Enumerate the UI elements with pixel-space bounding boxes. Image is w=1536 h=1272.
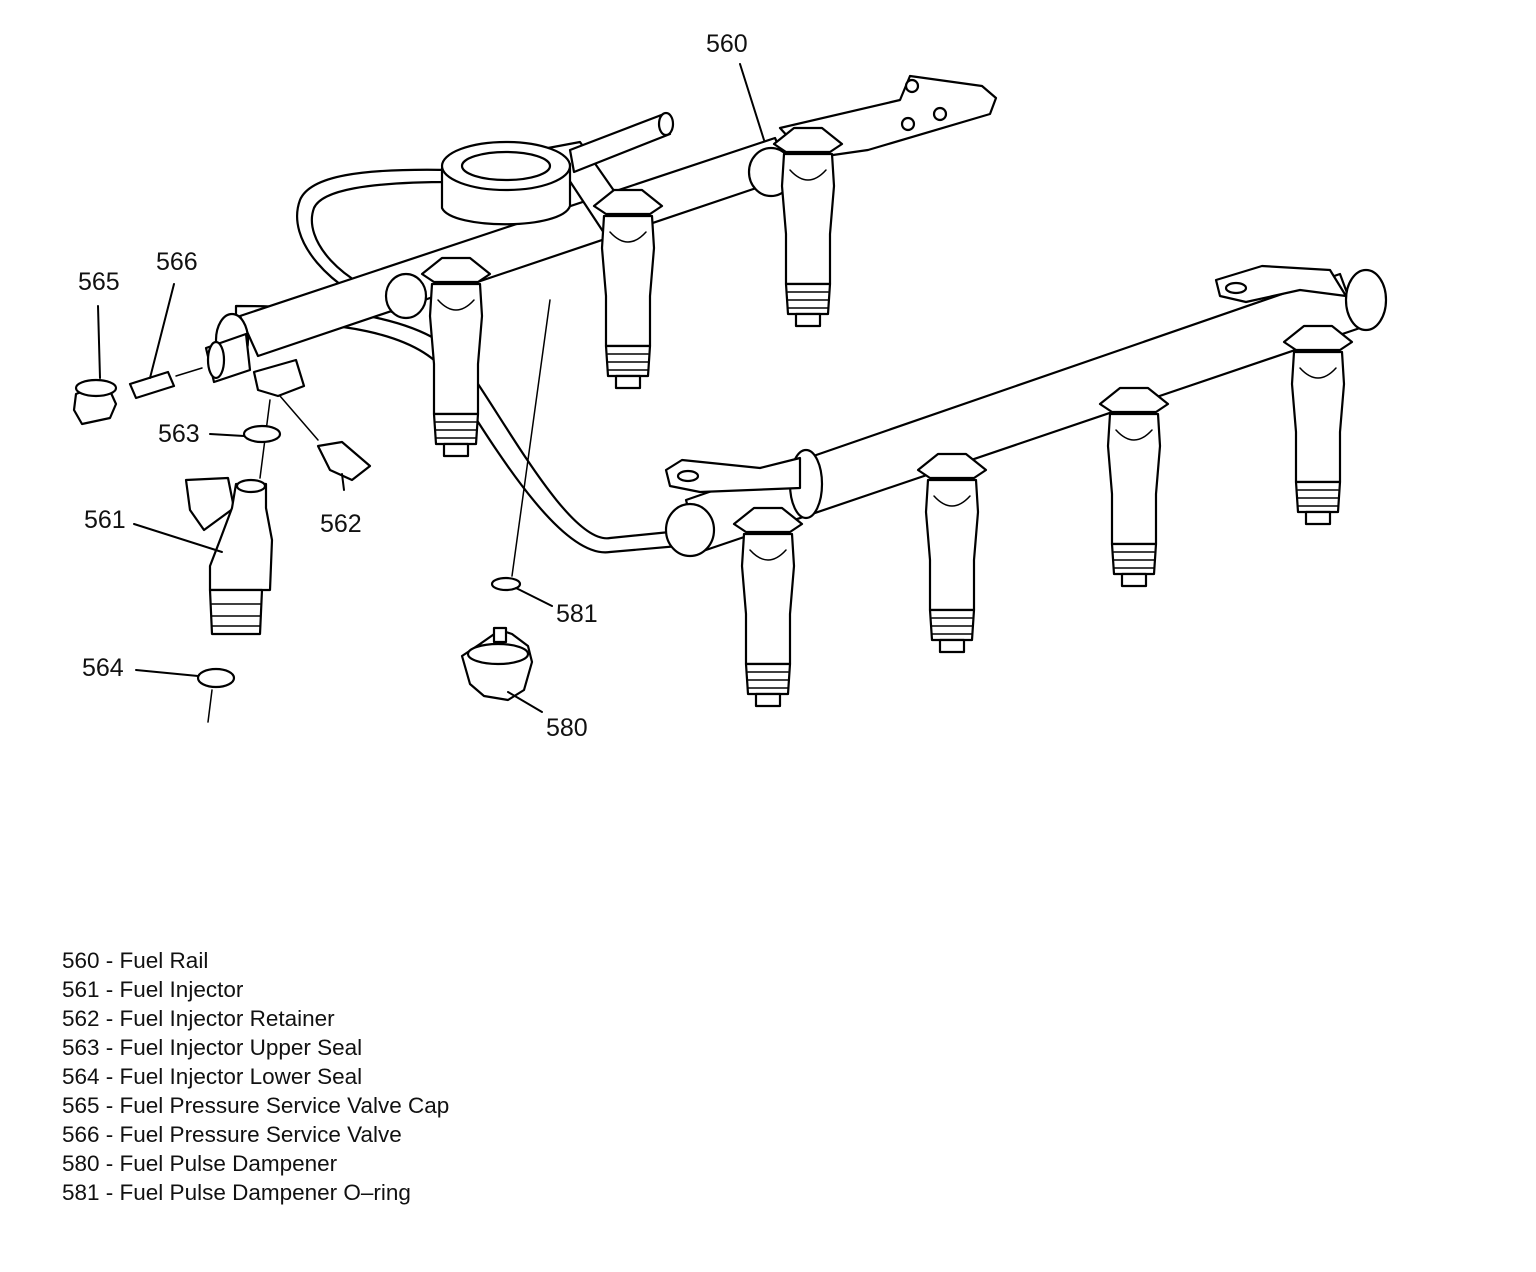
- callout-563: 563: [158, 420, 200, 448]
- leader-560: [739, 63, 765, 141]
- callout-560: 560: [706, 30, 748, 58]
- service-valve: [128, 370, 176, 400]
- legend-item: 562 - Fuel Injector Retainer: [62, 1006, 335, 1031]
- legend-item: 580 - Fuel Pulse Dampener: [62, 1151, 338, 1176]
- callout-580: 580: [546, 714, 588, 742]
- injector-retainer: [316, 440, 372, 482]
- injector-front-2: [916, 452, 988, 654]
- dampener-o-ring: [490, 576, 522, 592]
- fuel-rail-rear: [204, 74, 998, 384]
- injector-front-4: [1282, 324, 1354, 526]
- legend-item: 565 - Fuel Pressure Service Valve Cap: [62, 1093, 450, 1118]
- legend-item: 560 - Fuel Rail: [62, 948, 209, 973]
- injector-front-1: [732, 506, 804, 708]
- legend-item: 563 - Fuel Injector Upper Seal: [62, 1035, 363, 1060]
- leader-561: [133, 523, 223, 553]
- callout-581: 581: [556, 600, 598, 628]
- leader-565: [97, 305, 101, 379]
- leader-580: [507, 691, 543, 713]
- legend-item: 561 - Fuel Injector: [62, 977, 244, 1002]
- upper-seal: [242, 424, 282, 444]
- callout-565: 565: [78, 268, 120, 296]
- leader-581: [515, 587, 553, 607]
- fuel-injector-exploded: [184, 476, 274, 636]
- leader-566: [149, 283, 175, 379]
- legend-item: 566 - Fuel Pressure Service Valve: [62, 1122, 402, 1147]
- injector-rear-2: [592, 188, 664, 390]
- leader-563: [209, 433, 245, 437]
- callout-566: 566: [156, 248, 198, 276]
- injector-socket: [252, 358, 306, 398]
- fuel-rail-front: [664, 264, 1388, 558]
- injector-rear-3: [772, 126, 844, 328]
- leader-564: [135, 669, 199, 677]
- injector-front-3: [1098, 386, 1170, 588]
- legend-item: 581 - Fuel Pulse Dampener O–ring: [62, 1180, 411, 1205]
- callout-562: 562: [320, 510, 362, 538]
- legend-item: 564 - Fuel Injector Lower Seal: [62, 1064, 363, 1089]
- parts-legend: 560 - Fuel Rail 561 - Fuel Injector 562 …: [62, 946, 449, 1207]
- callout-561: 561: [84, 506, 126, 534]
- leader-562: [341, 473, 345, 491]
- lower-seal: [196, 667, 236, 689]
- callout-564: 564: [82, 654, 124, 682]
